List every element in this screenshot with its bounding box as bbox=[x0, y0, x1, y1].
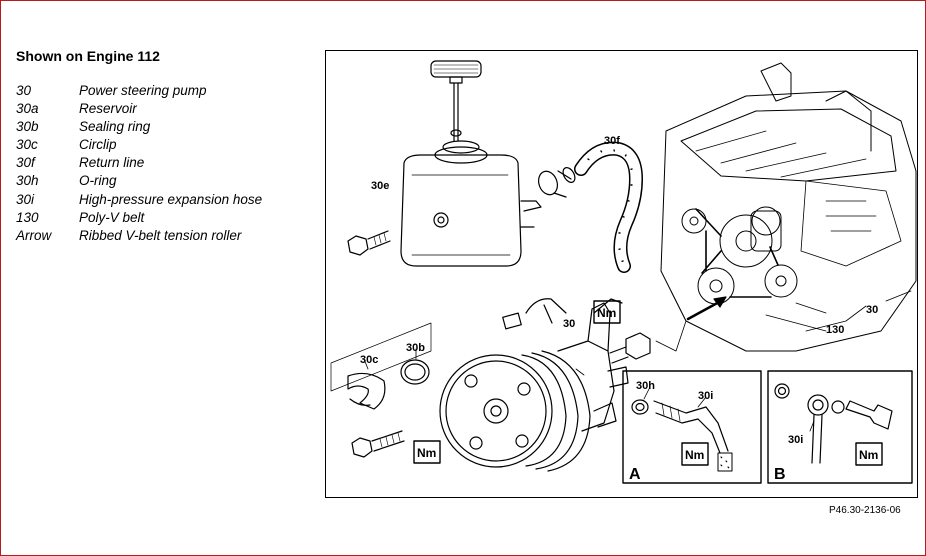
reservoir-bolt-drawing bbox=[347, 230, 391, 256]
callout-30i-b: 30i bbox=[788, 434, 803, 446]
detail-a-drawing bbox=[622, 370, 762, 484]
callout-30e: 30e bbox=[371, 180, 389, 192]
legend-row: 30b Sealing ring bbox=[16, 119, 262, 137]
legend-row: 30 Power steering pump bbox=[16, 83, 262, 101]
legend-key: 30i bbox=[16, 191, 35, 207]
legend-key: 30a bbox=[16, 101, 39, 117]
legend-row: 30i High-pressure expansion hose bbox=[16, 192, 262, 210]
callout-30: 30 bbox=[563, 318, 575, 330]
legend-key: 30 bbox=[16, 83, 32, 98]
legend-key: 30f bbox=[16, 155, 35, 171]
legend-key: Arrow bbox=[16, 227, 52, 243]
legend-value: High-pressure expansion hose bbox=[79, 191, 263, 207]
figure-reference: P46.30-2136-06 bbox=[829, 505, 901, 516]
callout-30b: 30b bbox=[406, 342, 425, 354]
arrow-head bbox=[713, 296, 727, 308]
callout-30h: 30h bbox=[636, 380, 655, 392]
legend-key: 30b bbox=[16, 119, 39, 135]
torque-label-2: Nm bbox=[417, 446, 436, 460]
callout-30i-a: 30i bbox=[698, 390, 713, 402]
legend-value: Circlip bbox=[79, 137, 117, 153]
reservoir-drawing bbox=[400, 140, 542, 267]
legend-row: 130 Poly-V belt bbox=[16, 210, 262, 228]
callout-30-engine: 30 bbox=[866, 304, 878, 316]
legend-value: Sealing ring bbox=[79, 119, 151, 135]
callout-30c: 30c bbox=[360, 354, 378, 366]
torque-label-a: Nm bbox=[685, 448, 704, 462]
return-line-drawing bbox=[537, 141, 643, 273]
legend-row: 30c Circlip bbox=[16, 137, 262, 155]
torque-label-b: Nm bbox=[859, 448, 878, 462]
detail-a-label: A bbox=[629, 466, 641, 483]
legend-row: 30h O-ring bbox=[16, 173, 262, 191]
legend-row: 30a Reservoir bbox=[16, 101, 262, 119]
tension-roller-arrow bbox=[686, 299, 723, 321]
legend-value: Ribbed V-belt tension roller bbox=[79, 227, 242, 243]
circlip-drawing bbox=[330, 322, 432, 410]
engine-drawing bbox=[655, 62, 917, 352]
legend-value: Return line bbox=[79, 155, 145, 171]
callout-30f: 30f bbox=[604, 135, 620, 147]
diagram-svg: 30e 30f 30 130 30 30b 30c 30h 30i 30i Nm… bbox=[330, 60, 917, 484]
legend-value: Poly-V belt bbox=[79, 209, 145, 225]
page-title: Shown on Engine 112 bbox=[16, 48, 160, 64]
legend-value: O-ring bbox=[79, 173, 117, 189]
detail-b-label: B bbox=[774, 466, 786, 483]
reservoir-cap-drawing bbox=[430, 60, 482, 142]
callout-130: 130 bbox=[826, 324, 844, 336]
power-steering-pump-drawing bbox=[439, 298, 629, 472]
legend-key: 130 bbox=[16, 209, 39, 225]
legend-key: 30c bbox=[16, 137, 38, 153]
legend-value: Reservoir bbox=[79, 101, 137, 117]
legend-row: 30f Return line bbox=[16, 155, 262, 173]
exploded-view-diagram: 30e 30f 30 130 30 30b 30c 30h 30i 30i Nm… bbox=[325, 50, 918, 498]
legend-key: 30h bbox=[16, 173, 39, 189]
pump-bolt-drawing bbox=[351, 430, 405, 458]
banjo-bolt-drawing bbox=[609, 332, 651, 364]
torque-box-1 bbox=[593, 300, 621, 324]
torque-label-1: Nm bbox=[597, 306, 616, 320]
parts-legend: 30 Power steering pump 30a Reservoir 30b Seal… bbox=[16, 83, 262, 246]
legend-value: Power steering pump bbox=[79, 83, 207, 98]
legend-row: Arrow Ribbed V-belt tension roller bbox=[16, 228, 262, 246]
detail-b-drawing bbox=[767, 370, 913, 484]
torque-box-2 bbox=[413, 440, 441, 464]
sealing-ring-drawing bbox=[400, 359, 430, 385]
